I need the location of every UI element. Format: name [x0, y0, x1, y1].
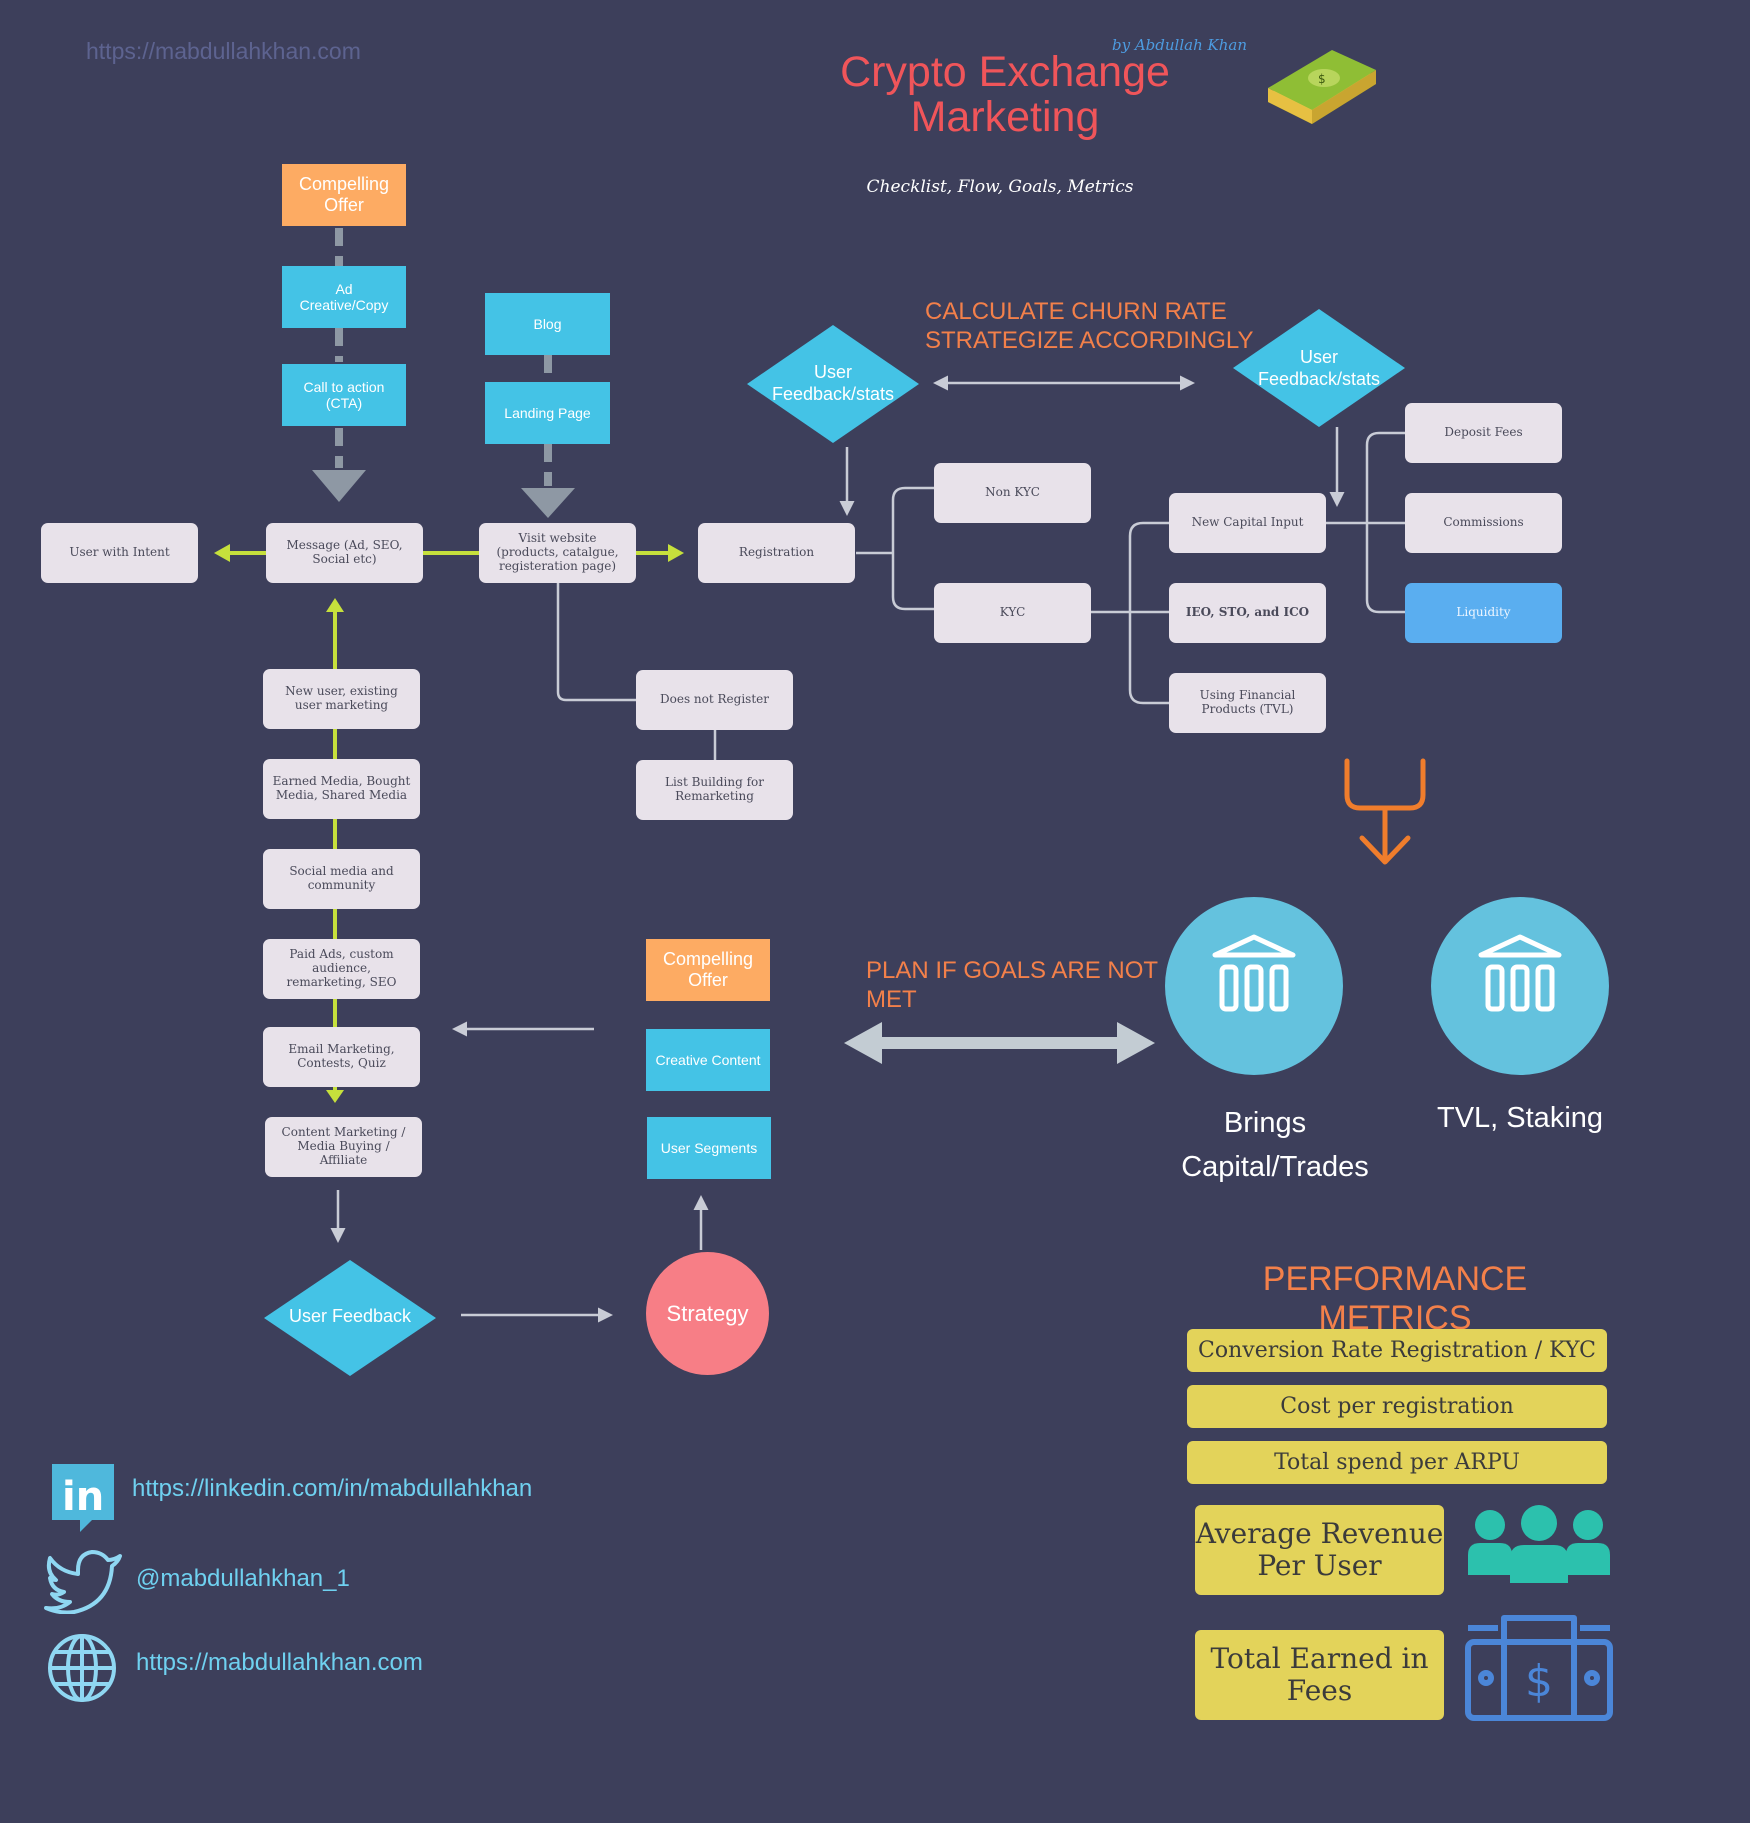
user-feedback-label: User Feedback	[288, 1306, 412, 1326]
metric-arpu: Average Revenue Per User	[1195, 1505, 1444, 1595]
registration-box: Registration	[698, 523, 855, 583]
user-with-intent-box: User with Intent	[41, 523, 198, 583]
header-url[interactable]: https://mabdullahkhan.com	[86, 38, 361, 64]
visit-to-noregister-line	[556, 583, 636, 702]
user-segments-box: User Segments	[647, 1117, 771, 1179]
brings-line-2: Capital/Trades	[1181, 1150, 1369, 1183]
channel-item: Earned Media, Bought Media, Shared Media	[263, 759, 420, 819]
churn-text: CALCULATE CHURN RATE STRATEGIZE ACCORDIN…	[925, 298, 1254, 356]
brings-capital-label: Brings Capital/Trades	[1160, 1102, 1390, 1189]
green-arrow-right	[668, 544, 684, 562]
fees-line-1: Total Earned in	[1210, 1641, 1429, 1675]
kyc-branch	[1091, 521, 1170, 705]
plan-double-arrow	[844, 1022, 1155, 1064]
ad-creative-box: Ad Creative/Copy	[282, 266, 406, 328]
channel-item: Social media and community	[263, 849, 420, 909]
globe-icon[interactable]	[46, 1632, 118, 1704]
green-arrow-left	[214, 544, 230, 562]
cash-register-icon: $	[1465, 1615, 1613, 1721]
new-capital-input-box: New Capital Input	[1169, 493, 1326, 553]
title-line-1: Crypto Exchange	[840, 48, 1170, 96]
message-box: Message (Ad, SEO, Social etc)	[266, 523, 423, 583]
page-subtitle: Checklist, Flow, Goals, Metrics	[866, 177, 1134, 197]
linkedin-link[interactable]: https://linkedin.com/in/mabdullahkhan	[132, 1475, 533, 1502]
money-stack-icon: $	[1268, 50, 1376, 124]
channel-item: Email Marketing, Contests, Quiz	[263, 1027, 420, 1087]
liquidity-box: Liquidity	[1405, 583, 1562, 643]
website-link[interactable]: https://mabdullahkhan.com	[136, 1649, 423, 1676]
plan-line-1: PLAN IF GOALS ARE NOT	[866, 957, 1159, 984]
non-kyc-box: Non KYC	[934, 463, 1091, 523]
blog-box: Blog	[485, 293, 610, 355]
bank-circle-capital	[1165, 897, 1343, 1075]
list-building-box: List Building for Remarketing	[636, 760, 793, 820]
compelling-offer-bottom: Compelling Offer	[646, 939, 770, 1001]
feedback-diamond-right-label: User Feedback/stats	[1257, 347, 1381, 389]
metric-conversion: Conversion Rate Registration / KYC	[1187, 1329, 1607, 1372]
green-arrow-down	[326, 1090, 344, 1103]
registration-branch	[856, 486, 935, 611]
compelling-offer-top: Compelling Offer	[282, 164, 406, 226]
channel-item: Paid Ads, custom audience, remarketing, …	[263, 939, 420, 999]
churn-line-2: STRATEGIZE ACCORDINGLY	[925, 326, 1254, 354]
title-line-2: Marketing	[910, 93, 1100, 142]
web-chain-arrowhead	[521, 488, 575, 518]
twitter-icon[interactable]	[44, 1548, 124, 1614]
channel-item: New user, existing user marketing	[263, 669, 420, 729]
visit-website-box: Visit website (products, catalgue, regis…	[479, 523, 636, 583]
creative-content-box: Creative Content	[646, 1029, 770, 1091]
kyc-box: KYC	[934, 583, 1091, 643]
metric-spend: Total spend per ARPU	[1187, 1441, 1607, 1484]
svg-text:$: $	[1318, 72, 1326, 86]
svg-text:in: in	[62, 1474, 104, 1520]
plan-line-2: MET	[866, 985, 917, 1013]
bank-circle-tvl	[1431, 897, 1609, 1075]
brings-line-1: Brings	[1223, 1107, 1307, 1139]
churn-line-1: CALCULATE CHURN RATE	[925, 298, 1227, 325]
plan-goals-text: PLAN IF GOALS ARE NOT MET	[866, 957, 1158, 1015]
ieo-sto-ico-box: IEO, STO, and ICO	[1169, 583, 1326, 643]
financial-products-box: Using Financial Products (TVL)	[1169, 673, 1326, 733]
ad-chain-arrowhead	[312, 470, 366, 502]
arpu-line-2: Per User	[1257, 1549, 1382, 1582]
fees-line-2: Fees	[1286, 1674, 1353, 1707]
orange-funnel-arrow	[1344, 758, 1426, 865]
linkedin-icon[interactable]: in	[50, 1462, 116, 1534]
channel-item: Content Marketing / Media Buying / Affil…	[265, 1117, 422, 1177]
twitter-handle[interactable]: @mabdullahkhan_1	[136, 1565, 350, 1592]
svg-text:$: $	[1525, 1656, 1553, 1707]
metric-fees: Total Earned in Fees	[1195, 1630, 1444, 1720]
page-title: Crypto Exchange Marketing	[780, 48, 1230, 142]
capital-branch	[1326, 431, 1405, 614]
landing-page-box: Landing Page	[485, 382, 610, 444]
bank-icon	[1478, 934, 1562, 1012]
metrics-heading: PERFORMANCE METRICS	[1262, 1260, 1528, 1337]
deposit-fees-box: Deposit Fees	[1405, 403, 1562, 463]
feedback-diamond-right	[1233, 309, 1405, 427]
commissions-box: Commissions	[1405, 493, 1562, 553]
main-row-green-lines	[228, 551, 670, 1095]
arpu-line-1: Average Revenue	[1195, 1516, 1444, 1550]
feedback-diamond-left-label: User Feedback/stats	[771, 362, 895, 404]
strategy-circle: Strategy	[646, 1252, 769, 1375]
bank-icon	[1212, 934, 1296, 1012]
metric-cost: Cost per registration	[1187, 1385, 1607, 1428]
users-group-icon	[1468, 1505, 1610, 1583]
green-arrow-up	[326, 598, 344, 612]
byline: by Abdullah Khan	[1112, 36, 1247, 54]
cta-box: Call to action (CTA)	[282, 364, 406, 426]
tvl-staking-label: TVL, Staking	[1436, 1102, 1604, 1134]
does-not-register-box: Does not Register	[636, 670, 793, 730]
ad-chain-dashes	[335, 228, 552, 486]
feedback-diamond-left	[747, 325, 919, 443]
user-feedback-diamond	[264, 1260, 436, 1376]
